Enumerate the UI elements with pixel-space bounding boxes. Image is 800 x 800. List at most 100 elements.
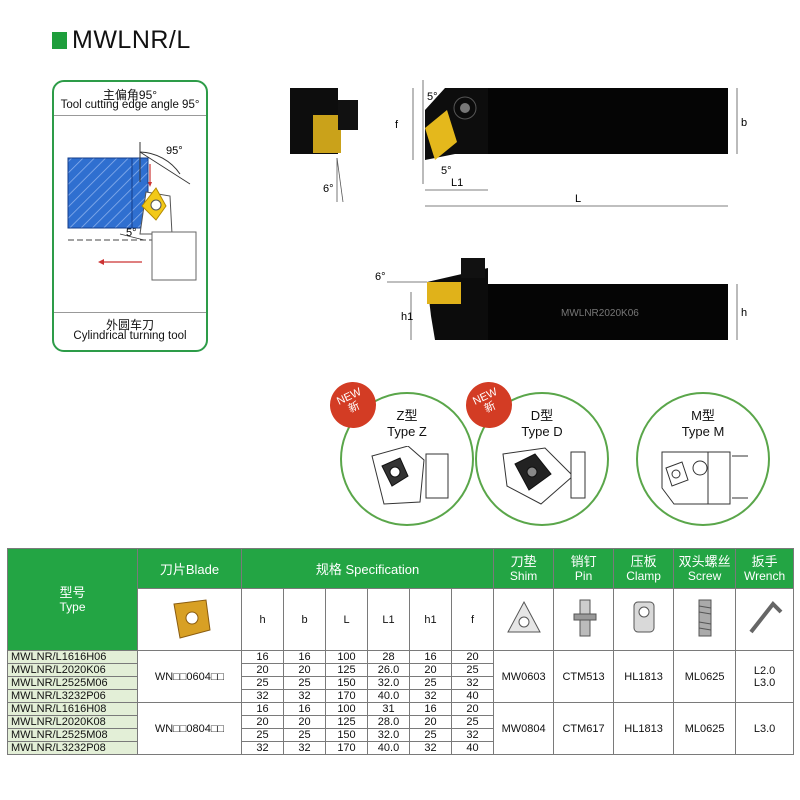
clamp-header-en: Clamp xyxy=(626,569,661,583)
shim-header-zh: 刀垫 xyxy=(510,554,537,569)
spec-value-b: 16 xyxy=(283,702,326,716)
angle-5-bottom: 5° xyxy=(441,165,452,177)
wrench-icon-cell xyxy=(735,588,795,651)
screw-header-zh: 双头螺丝 xyxy=(678,554,731,569)
wrench-header-en: Wrench xyxy=(744,569,786,583)
spec-value-h1: 25 xyxy=(409,676,452,690)
insert-icon xyxy=(425,110,457,160)
spec-value-h1: 20 xyxy=(409,663,452,677)
spec-value-f: 32 xyxy=(450,728,495,742)
end-view: 6° xyxy=(290,88,358,203)
type-cell: MWLNR/L2525M08 xyxy=(7,728,138,742)
spec-value-L1: 40.0 xyxy=(367,741,410,755)
spec-value-L: 150 xyxy=(325,728,368,742)
spec-value-L1: 28.0 xyxy=(367,715,410,729)
type-z-en: Type Z xyxy=(387,424,427,439)
angle-6-side: 6° xyxy=(375,271,386,283)
spec-value-f: 32 xyxy=(450,676,495,690)
cutting-angle-panel: 主偏角95° Tool cutting edge angle 95° 95° 5… xyxy=(52,80,208,352)
param-L1: L1 xyxy=(367,588,410,651)
spec-value-h1: 32 xyxy=(409,689,452,703)
shim-header: 刀垫 Shim xyxy=(493,548,555,589)
param-h: h xyxy=(241,588,284,651)
spec-value-L: 125 xyxy=(325,663,368,677)
spec-value-b: 20 xyxy=(283,715,326,729)
spec-value-L1: 32.0 xyxy=(367,676,410,690)
type-cell: MWLNR/L2020K06 xyxy=(7,663,138,677)
divider xyxy=(54,312,206,313)
wrench-header-zh: 扳手 xyxy=(751,554,778,569)
pin-header-zh: 销钉 xyxy=(570,554,597,569)
blade-header: 刀片Blade xyxy=(137,548,242,589)
spec-value-b: 32 xyxy=(283,689,326,703)
dim-L1: L1 xyxy=(451,177,463,189)
title-marker xyxy=(52,32,67,49)
pin-cell: CTM617 xyxy=(553,702,615,755)
spec-value-f: 40 xyxy=(450,741,495,755)
turning-tool-en: Cylindrical turning tool xyxy=(73,330,187,342)
spec-value-L: 150 xyxy=(325,676,368,690)
spec-value-b: 25 xyxy=(283,728,326,742)
spec-value-h1: 32 xyxy=(409,741,452,755)
type-header-zh: 型号 xyxy=(59,585,86,600)
spec-value-L1: 26.0 xyxy=(367,663,410,677)
spec-value-L: 100 xyxy=(325,650,368,664)
spec-value-L: 125 xyxy=(325,715,368,729)
tool-dimension-drawing: 6° f 5° 5° b L1 L MWLNR2020K06 h1 6° h xyxy=(290,80,747,340)
spec-value-f: 25 xyxy=(450,663,495,677)
shim-header-en: Shim xyxy=(509,569,538,583)
pin-header-en: Pin xyxy=(574,569,593,583)
dim-h1: h1 xyxy=(401,311,413,323)
spec-value-h1: 20 xyxy=(409,715,452,729)
workpiece xyxy=(67,157,149,229)
param-b: b xyxy=(283,588,326,651)
type-cell: MWLNR/L2020K08 xyxy=(7,715,138,729)
clamp-header-zh: 压板 xyxy=(630,554,657,569)
type-d-illustration xyxy=(502,447,586,505)
spec-value-h: 32 xyxy=(241,741,284,755)
shim-cell: MW0804 xyxy=(493,702,555,755)
spec-value-f: 25 xyxy=(450,715,495,729)
dim-b: b xyxy=(741,117,747,129)
wrench-cell: L3.0 xyxy=(735,702,795,755)
param-h1: h1 xyxy=(409,588,452,651)
angle-5-top: 5° xyxy=(427,91,438,103)
pin-icon xyxy=(573,599,597,637)
shank xyxy=(488,88,728,154)
spec-header: 规格 Specification xyxy=(240,548,495,589)
angle-title-en: Tool cutting edge angle 95° xyxy=(60,99,200,111)
turning-tool-zh: 外圆车刀 xyxy=(105,318,154,332)
spec-value-h: 16 xyxy=(241,650,284,664)
spec-value-b: 25 xyxy=(283,676,326,690)
badge-text-zh: 新 xyxy=(346,399,362,416)
type-m-en: Type M xyxy=(681,424,725,439)
pin-icon-cell xyxy=(553,588,615,651)
shim-icon-cell xyxy=(493,588,555,651)
turning-diagram: 95° 5° xyxy=(67,142,197,281)
pin-header: 销钉 Pin xyxy=(553,548,615,589)
blade-insert-icon xyxy=(172,599,211,639)
spec-value-L: 170 xyxy=(325,689,368,703)
side-view: MWLNR2020K06 h1 6° h xyxy=(375,258,747,340)
spec-value-L1: 40.0 xyxy=(367,689,410,703)
spec-value-h1: 16 xyxy=(409,650,452,664)
dim-L: L xyxy=(575,193,581,205)
wrench-header: 扳手 Wrench xyxy=(735,548,795,589)
divider xyxy=(54,115,206,116)
spec-value-h: 20 xyxy=(241,663,284,677)
type-d-zh: D型 xyxy=(530,408,554,423)
clamp-cell: HL1813 xyxy=(613,702,675,755)
engraving: MWLNR2020K06 xyxy=(561,308,639,319)
specification-table: 型号 Type 刀片Blade 规格 Specification 刀垫 Shim… xyxy=(7,548,795,755)
screw-icon-cell xyxy=(673,588,737,651)
type-d-en: Type D xyxy=(521,424,563,439)
screw-icon xyxy=(698,599,712,637)
screw-cell: ML0625 xyxy=(673,702,737,755)
angle-title-zh: 主偏角95° xyxy=(102,88,158,102)
